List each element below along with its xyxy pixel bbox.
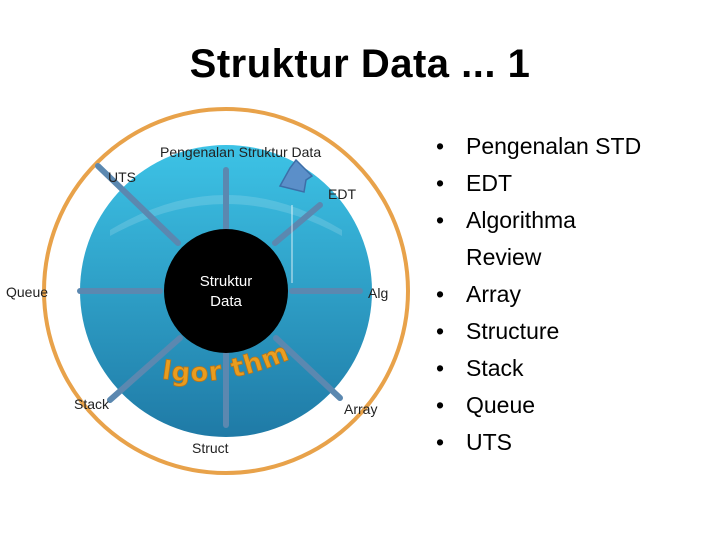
bullet-continuation: Review [466, 244, 542, 270]
bullet-item: Stack [436, 350, 641, 387]
label-queue: Queue [6, 284, 48, 300]
label-edt: EDT [328, 186, 356, 202]
spoke-uts [95, 163, 181, 246]
label-uts: UTS [108, 169, 136, 185]
bullet-item: Array [436, 276, 641, 313]
center-label-line2: Data [210, 293, 242, 310]
label-alg: Alg [368, 285, 388, 301]
pointer-arrow [278, 158, 314, 193]
slide-title: Struktur Data ... 1 [189, 42, 531, 86]
bullet-item: Queue [436, 387, 641, 424]
outer-ring [42, 107, 410, 475]
center-hub [164, 229, 288, 353]
bullet-item: UTS [436, 424, 641, 461]
label-array: Array [344, 401, 377, 417]
label-stack: Stack [74, 396, 110, 412]
bullet-item: EDT [436, 165, 641, 202]
spoke-stack [107, 335, 183, 403]
top-label: Pengenalan Struktur Data [160, 144, 321, 160]
spoke-array [273, 335, 343, 401]
spoke-edt [272, 202, 323, 246]
label-struct: Struct [192, 440, 229, 456]
disc-highlight [110, 195, 342, 236]
bullet-item: Pengenalan STD [436, 128, 641, 165]
bullet-item: Structure [436, 313, 641, 350]
center-label-line1: Struktur [200, 273, 253, 290]
spokes [77, 163, 363, 428]
